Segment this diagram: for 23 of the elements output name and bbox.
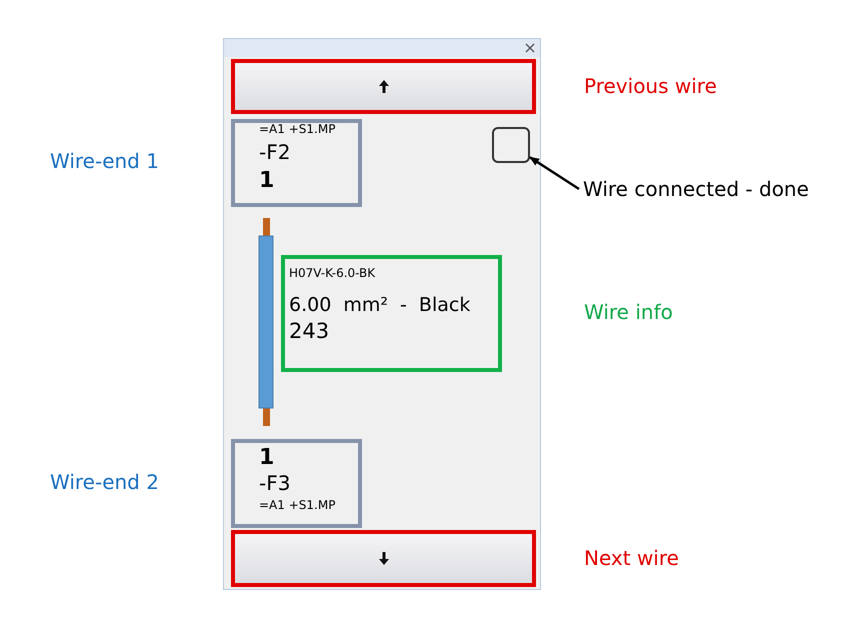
annotation-label: Next wire [584,546,679,570]
wire-size-color-text: 6.00 mm² - Black [289,294,470,317]
device-text: -F2 [259,140,290,164]
wire-end-panel [231,119,362,207]
wire-end-panel [231,439,362,528]
checkbox [492,127,530,163]
app-window [223,38,541,590]
annotation-label: Wire-end 2 [50,470,159,494]
pin-number: 1 [259,445,274,470]
next-button [231,530,536,587]
annotation-label: Wire info [584,300,673,324]
previous-button [231,59,536,114]
location-text: =A1 +S1.MP [259,499,336,514]
location-text: =A1 +S1.MP [259,123,336,137]
wire-info-panel [281,255,502,372]
annotation-label: Wire-end 1 [50,149,159,173]
leader-line [529,156,580,190]
annotation-label: Previous wire [584,74,717,98]
wire-type-text: H07V-K-6.0-BK [289,267,376,281]
wire-number-text: 243 [289,318,330,343]
pin-number: 1 [259,168,274,194]
callout-text: Wire connected - done [583,178,809,201]
device-text: -F3 [259,472,290,496]
